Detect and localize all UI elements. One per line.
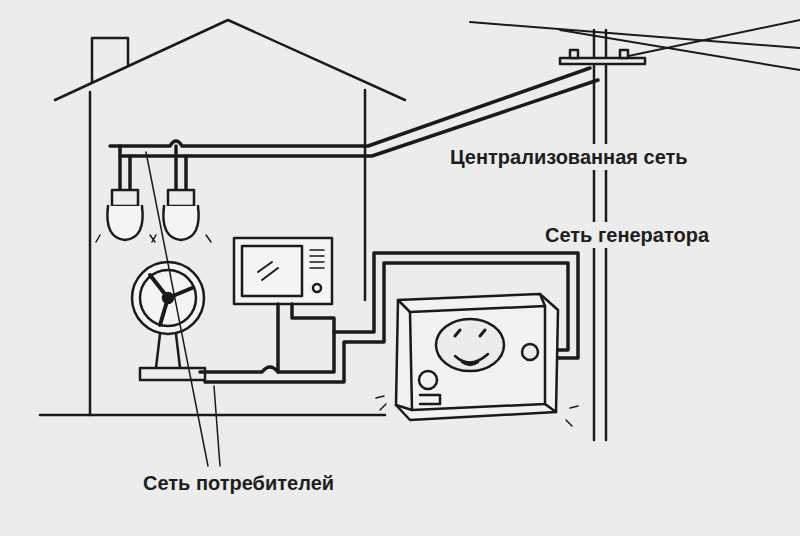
callout-label: Централизованная сеть [447, 144, 691, 170]
leader-line [146, 146, 470, 466]
callout-label: Сеть генератора [542, 222, 712, 248]
fan [132, 262, 205, 380]
lamp [96, 190, 155, 242]
lamp [152, 190, 211, 242]
callout-label: Сеть потребителей [140, 470, 337, 496]
house [40, 20, 405, 415]
grid-wiring [110, 68, 598, 190]
generator [376, 294, 578, 426]
overhead-wires [470, 20, 800, 70]
television [234, 238, 332, 304]
